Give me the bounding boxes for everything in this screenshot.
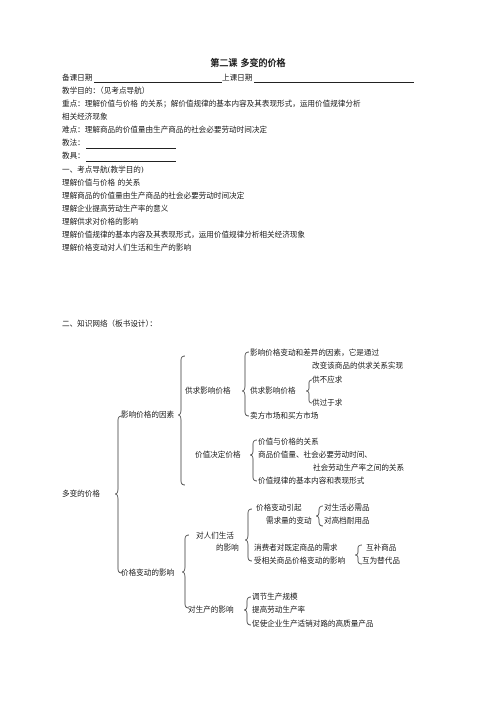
teaching-objective: 教学目的：（见考点导航） xyxy=(62,86,150,95)
map-life-item: 受相关商品价格变动的影响 xyxy=(254,556,346,565)
method-label: 教法： xyxy=(62,138,85,147)
brace-production xyxy=(243,596,252,626)
exam-point: 理解企业提高劳动生产率的意义 xyxy=(62,204,169,213)
map-supply-item: 影响价格变动和差异的因素，它是通过 xyxy=(250,348,380,357)
class-date-line xyxy=(254,82,414,83)
brace-life-related xyxy=(354,544,363,565)
map-effects: 价格变动的影响 xyxy=(121,568,175,577)
map-supply-item: 改变该商品的供求关系实现 xyxy=(312,361,404,370)
map-supply-item: 供求影响价格 xyxy=(250,386,296,395)
section1-heading: 一、考点导航(教学目的) xyxy=(62,165,144,174)
map-supply-item: 卖方市场和买方市场 xyxy=(250,411,319,420)
map-value-item: 价值与价格的关系 xyxy=(258,437,319,446)
exam-point: 理解供求对价格的影响 xyxy=(62,217,138,226)
map-supply-item: 供不应求 xyxy=(312,375,343,384)
map-production-item: 促使企业生产适销对路的高质量产品 xyxy=(252,619,374,628)
brace-supply xyxy=(241,351,250,417)
prep-date-label: 备课日期 xyxy=(62,73,93,82)
method-line xyxy=(86,148,176,149)
difficulty: 难点：理解商品的价值量由生产商品的社会必要劳动时间决定 xyxy=(62,125,268,134)
class-date-label: 上课日期 xyxy=(222,73,253,82)
brace-effects xyxy=(181,534,190,609)
page-title: 第二课 多变的价格 xyxy=(210,59,286,69)
map-life-item: 互补商品 xyxy=(366,543,397,552)
map-supply: 供求影响价格 xyxy=(185,386,231,395)
exam-point: 理解商品的价值量由生产商品的社会必要劳动时间决定 xyxy=(62,191,245,200)
map-value-item: 价值规律的基本内容和表现形式 xyxy=(258,476,365,485)
map-production-item: 调节生产规模 xyxy=(252,592,298,601)
map-life-item: 消费者对既定商品的需求 xyxy=(254,543,338,552)
map-root: 多变的价格 xyxy=(62,489,100,498)
tools-label: 教具： xyxy=(62,151,85,160)
brace-factors xyxy=(177,355,186,486)
map-life: 的影响 xyxy=(216,543,239,552)
brace-value xyxy=(249,439,258,482)
map-life-item: 对生活必需品 xyxy=(324,503,370,512)
map-factors: 影响价格的因素 xyxy=(121,410,175,419)
map-life-item: 对高档耐用品 xyxy=(324,516,370,525)
map-production-item: 提高劳动生产率 xyxy=(252,605,306,614)
brace-life-demand xyxy=(315,505,324,527)
key-point-line-1: 重点：理解价值与价格 的关系；解价值规律的基本内容及其表现形式，运用价值规律分析 xyxy=(62,99,361,108)
exam-point: 理解价格变动对人们生活和生产的影响 xyxy=(62,243,192,252)
exam-point: 理解价值规律的基本内容及其表现形式，运用价值规律分析相关经济现象 xyxy=(62,230,305,239)
map-life-item: 互为替代品 xyxy=(362,556,400,565)
brace-life xyxy=(244,508,253,562)
map-life-item: 需求量的变动 xyxy=(266,516,312,525)
section2-heading: 二、知识网络（板书设计）： xyxy=(62,319,157,328)
map-life-item: 价格变动引起 xyxy=(256,503,302,512)
exam-point: 理解价值与价格 的关系 xyxy=(62,178,141,187)
map-value-item: 社会劳动生产率之间的关系 xyxy=(313,463,405,472)
tools-line xyxy=(86,161,176,162)
map-value: 价值决定价格 xyxy=(195,450,241,459)
brace-supply-demand xyxy=(305,379,313,404)
map-supply-item: 供过于求 xyxy=(312,398,343,407)
prep-date-line xyxy=(94,82,222,83)
map-value-item: 商品价值量、社会必要劳动时间、 xyxy=(258,450,372,459)
map-production: 对生产的影响 xyxy=(188,605,234,614)
map-life: 对人们生活 xyxy=(196,531,234,540)
brace-root xyxy=(114,415,123,574)
key-point-line-2: 相关经济现象 xyxy=(62,112,108,121)
